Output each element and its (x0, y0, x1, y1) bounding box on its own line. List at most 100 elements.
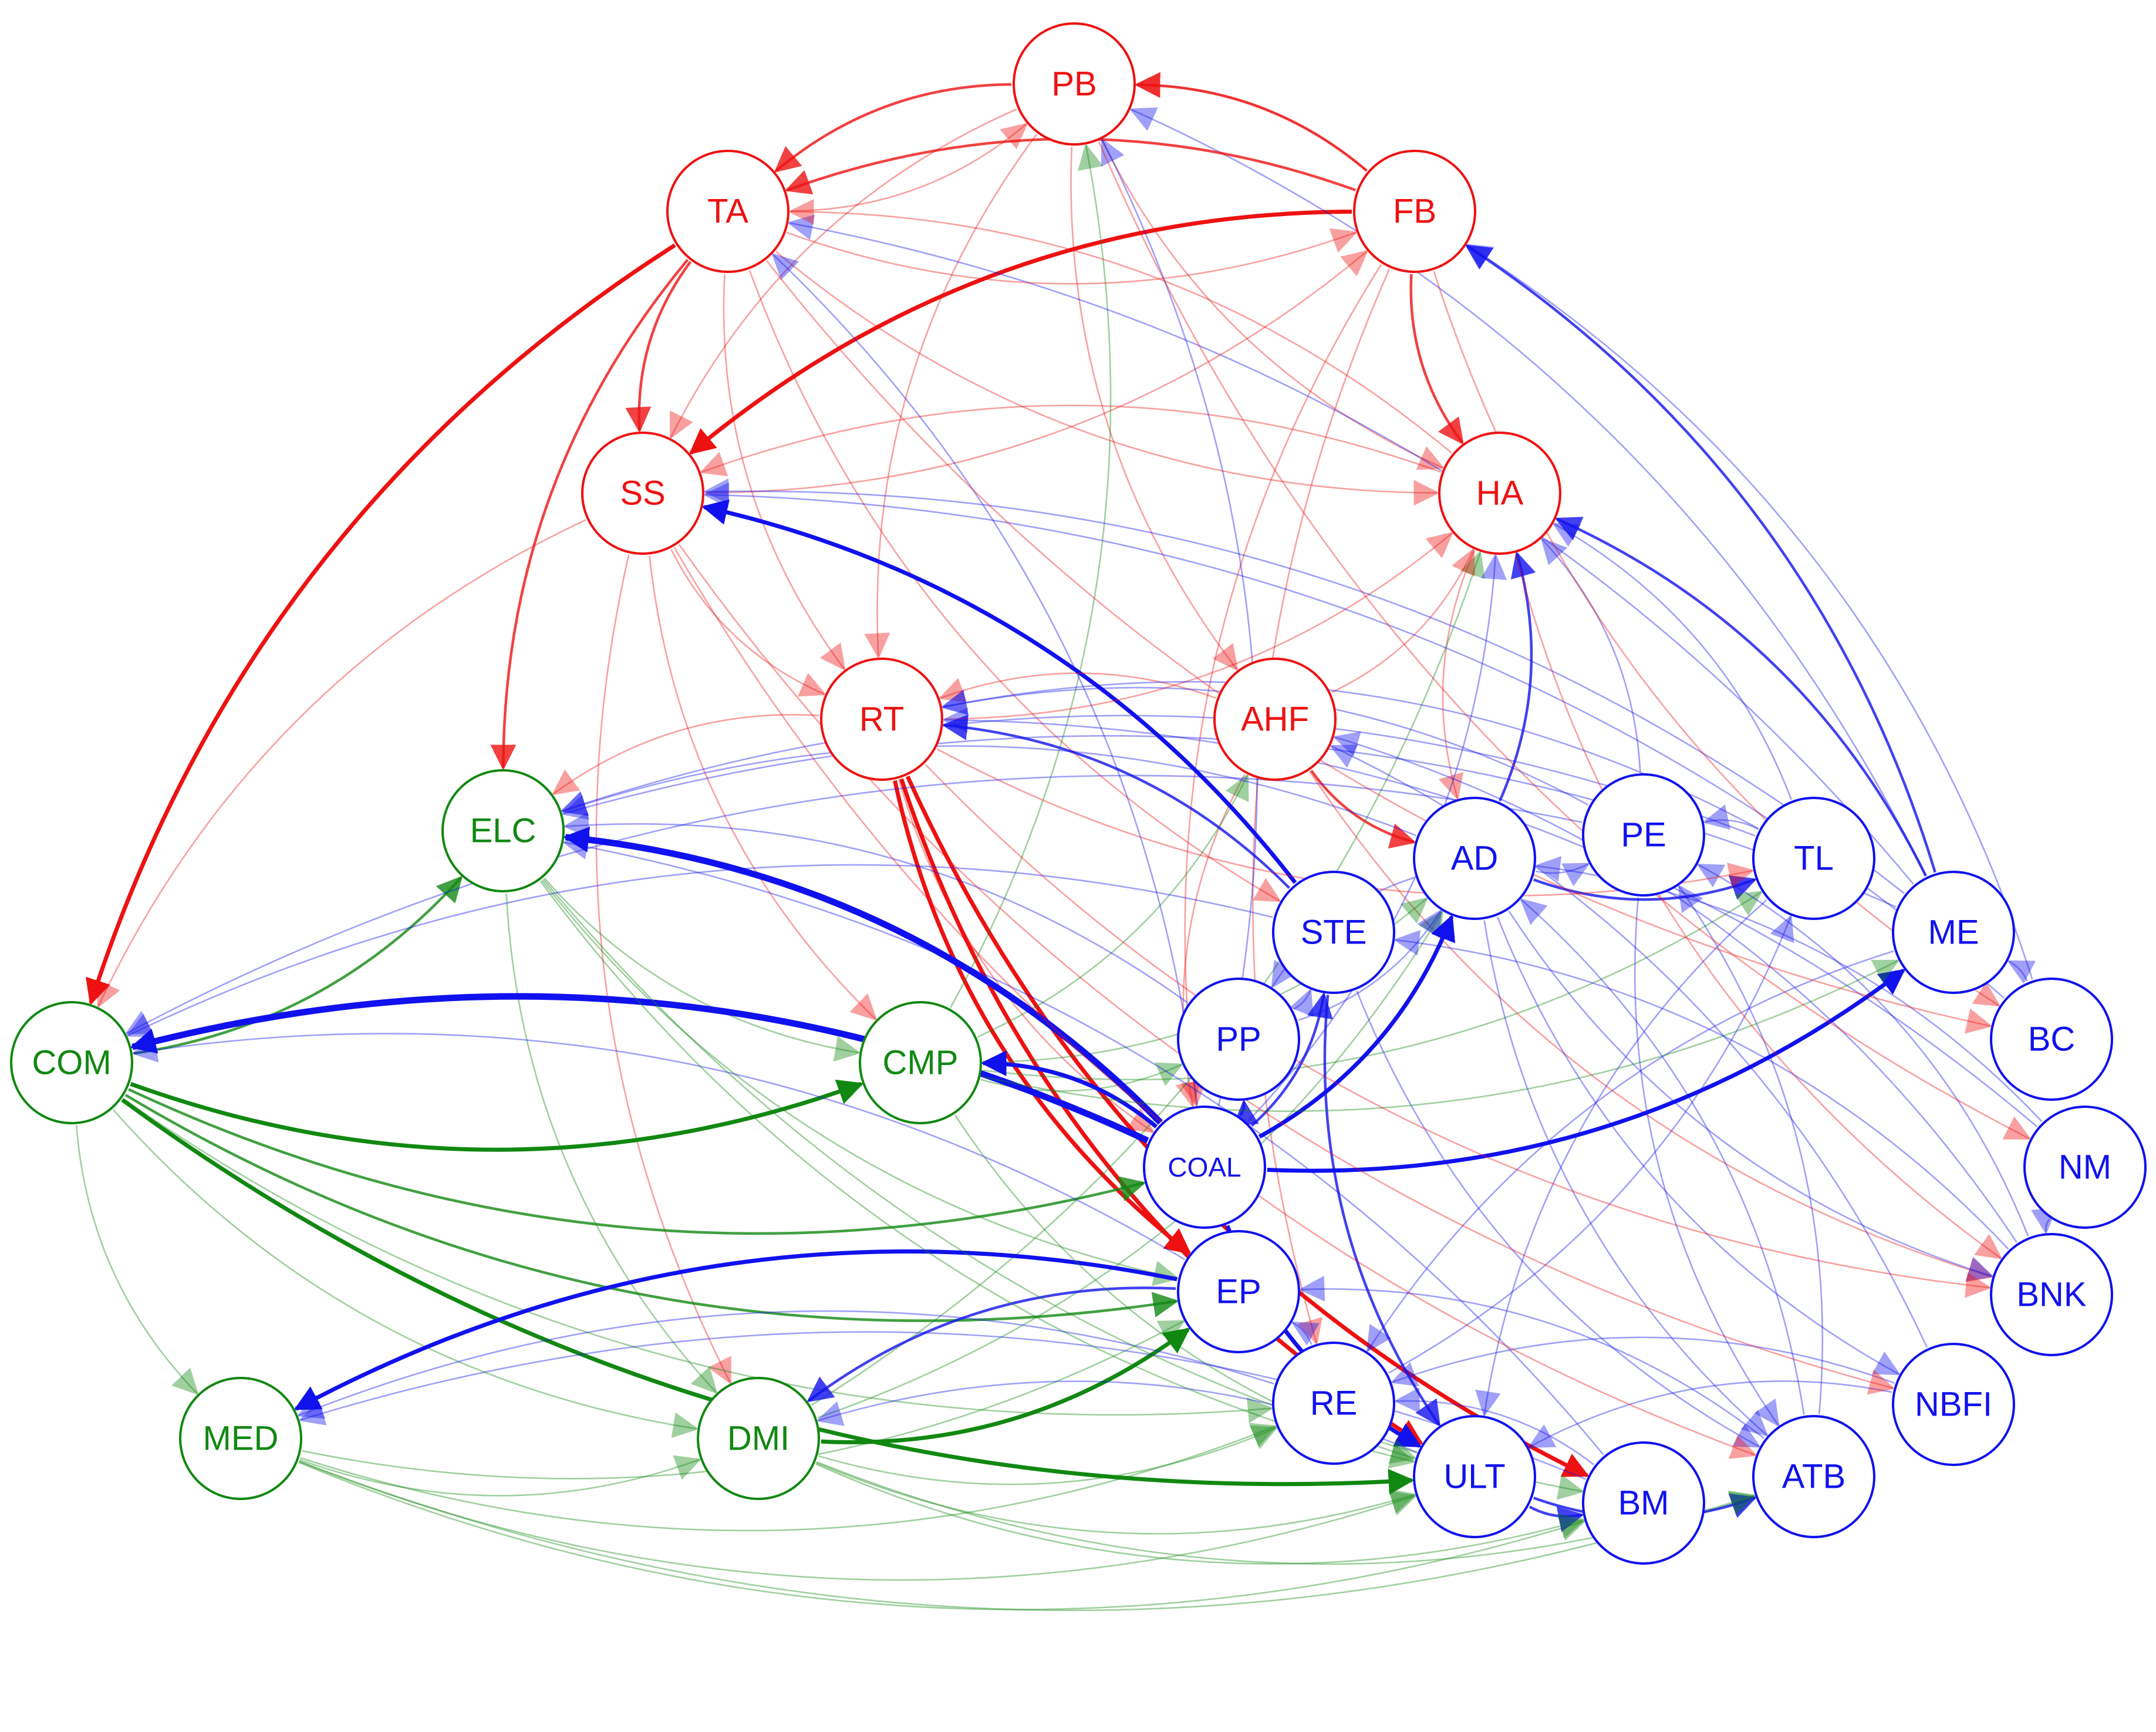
edge-me-to-pb (1129, 107, 1926, 877)
edge-tl-to-rt (940, 680, 1759, 830)
edge-pb-to-ahf (1070, 146, 1239, 672)
node-circle (1752, 797, 1875, 920)
node-circle (1353, 150, 1476, 273)
node-label: MED (203, 1420, 279, 1458)
edge-cmp-to-pb (950, 143, 1112, 1008)
edge-coal-to-me (1267, 968, 1906, 1173)
edge-tl-to-ult (1475, 899, 1767, 1417)
edge-ste-to-atb (1356, 990, 1762, 1448)
node-label: DMI (727, 1420, 789, 1458)
edge-ep-to-med (293, 1249, 1177, 1411)
edge-atb-to-ep (1298, 1275, 1764, 1439)
edge-bm-to-re (1394, 1387, 1595, 1465)
edge-coal-to-elc (563, 826, 1163, 1125)
node-label: TA (707, 193, 748, 231)
node-elc[interactable]: ELC (441, 769, 565, 892)
edge-pe-to-ha (1540, 537, 1641, 773)
edge-ad-to-ha (1499, 551, 1536, 802)
edge-ha-to-bnk (1514, 554, 2003, 1260)
node-label: NBFI (1915, 1386, 1992, 1424)
edge-atb-to-ad (1519, 898, 1805, 1415)
edge-com-to-coal (127, 1088, 1146, 1235)
edge-ta-to-rt (723, 274, 846, 671)
edge-ta-to-elc (490, 258, 689, 771)
node-ha[interactable]: HA (1438, 432, 1561, 555)
edge-com-to-elc (133, 875, 463, 1055)
node-label: COAL (1168, 1152, 1241, 1182)
edge-pb-to-ss (670, 108, 1017, 440)
node-ult[interactable]: ULT (1413, 1415, 1536, 1538)
node-tl[interactable]: TL (1752, 797, 1875, 920)
node-bnk[interactable]: BNK (1990, 1233, 2113, 1356)
edge-coal-to-pp (1233, 1099, 1259, 1126)
edge-nbfi-to-ult (1527, 1380, 1892, 1448)
node-label: PE (1621, 816, 1666, 854)
node-fb[interactable]: FB (1353, 150, 1476, 273)
edge-rt-to-elc (551, 714, 819, 796)
node-circle (859, 1001, 982, 1124)
node-circle (1582, 1441, 1705, 1565)
node-ad[interactable]: AD (1413, 797, 1536, 920)
node-atb[interactable]: ATB (1752, 1415, 1875, 1538)
edge-com-to-ep (124, 1093, 1179, 1322)
edge-tl-to-ha (1552, 523, 1793, 800)
node-rt[interactable]: RT (820, 658, 943, 781)
edge-ss-to-cmp (649, 555, 878, 1021)
node-label: ELC (470, 812, 537, 850)
edge-me-to-fb (1465, 244, 1936, 873)
edge-coal-to-ste (1250, 992, 1333, 1127)
edge-ss-to-dmi (595, 554, 731, 1385)
edge-med-to-re (300, 1423, 1278, 1532)
node-ste[interactable]: STE (1272, 871, 1395, 994)
edge-re-to-med (296, 1310, 1274, 1419)
node-com[interactable]: COM (10, 1001, 133, 1124)
node-pe[interactable]: PE (1582, 773, 1705, 897)
edge-nm-to-rt (942, 707, 2038, 1127)
node-bc[interactable]: BC (1990, 978, 2113, 1101)
node-cmp[interactable]: CMP (859, 1001, 982, 1124)
edge-ep-to-dmi (807, 1286, 1176, 1403)
edge-coal-to-ta (771, 252, 1198, 1105)
node-label: ME (1928, 914, 1979, 952)
node-med[interactable]: MED (179, 1377, 302, 1500)
edge-fb-to-ss (689, 210, 1352, 455)
edge-cmp-to-tl (983, 891, 1763, 1081)
node-label: RE (1310, 1384, 1358, 1423)
node-ta[interactable]: TA (666, 150, 789, 273)
edge-ste-to-ss (701, 499, 1297, 884)
node-ahf[interactable]: AHF (1213, 658, 1337, 781)
edge-ad-to-bnk (1508, 910, 1995, 1282)
node-nm[interactable]: NM (2023, 1106, 2147, 1229)
node-nbfi[interactable]: NBFI (1892, 1343, 2015, 1466)
edge-ad-to-elc (560, 745, 1416, 837)
edge-nbfi-to-re (1390, 1336, 1895, 1387)
edge-ad-to-tl (1533, 875, 1757, 901)
edge-me-to-ss (703, 478, 1905, 894)
edge-elc-to-ep (541, 880, 1180, 1286)
node-pp[interactable]: PP (1177, 978, 1300, 1101)
node-circle (1752, 1415, 1875, 1538)
node-bm[interactable]: BM (1582, 1441, 1705, 1565)
node-re[interactable]: RE (1272, 1342, 1395, 1465)
edge-bm-to-elc (562, 834, 1604, 1455)
edge-elc-to-cmp (544, 877, 861, 1062)
edge-bnk-to-ste (1393, 929, 2009, 1250)
edge-pp-to-ad (1298, 909, 1442, 1021)
node-ss[interactable]: SS (581, 432, 704, 555)
node-coal[interactable]: COAL (1143, 1106, 1266, 1229)
node-circle (666, 150, 789, 273)
node-circle (10, 1001, 133, 1124)
node-dmi[interactable]: DMI (697, 1377, 820, 1500)
edge-atb-to-pe (1678, 884, 1824, 1414)
node-circle (1990, 1233, 2113, 1356)
edge-tl-to-elc (560, 715, 1756, 837)
node-me[interactable]: ME (1892, 871, 2015, 994)
edge-ha-to-ss (699, 405, 1441, 477)
node-pb[interactable]: PB (1013, 22, 1136, 146)
edge-dmi-to-bm (815, 1463, 1586, 1565)
node-ep[interactable]: EP (1177, 1230, 1300, 1353)
edge-bc-to-fb (1465, 244, 2033, 980)
edge-ta-to-ha (775, 251, 1440, 506)
node-label: HA (1476, 474, 1524, 513)
node-circle (1892, 1343, 2015, 1466)
